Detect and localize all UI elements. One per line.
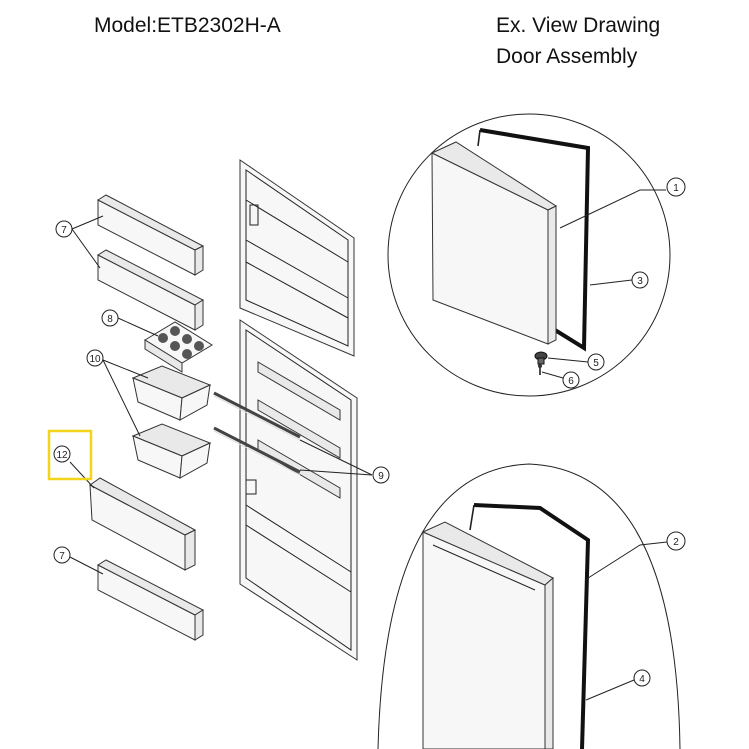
highlight-box xyxy=(47,429,93,481)
callout-3: 3 xyxy=(631,271,649,289)
fridge-door-gasket xyxy=(473,503,591,749)
door-bin-upper xyxy=(131,365,212,421)
callout-10-label: 10 xyxy=(89,354,101,365)
freezer-door-liner xyxy=(239,159,355,357)
drawing-title-line-2: Door Assembly xyxy=(496,45,638,68)
callout-2: 2 xyxy=(666,531,686,551)
fridge-door-detail xyxy=(377,463,681,749)
door-shelf-large xyxy=(89,477,197,571)
callout-9: 9 xyxy=(372,466,390,484)
callout-12-label: 12 xyxy=(56,450,68,461)
door-shelf-upper xyxy=(96,194,205,276)
drawing-title-line-1: Ex. View Drawing xyxy=(496,14,661,37)
freezer-door-detail xyxy=(387,113,671,397)
model-label: Model:ETB2302H-A xyxy=(94,14,281,37)
callout-5-label: 5 xyxy=(593,358,599,369)
door-bin-lower xyxy=(131,423,212,479)
callout-10: 10 xyxy=(86,349,104,367)
callout-6-label: 6 xyxy=(568,376,574,387)
door-shelf-bottom xyxy=(96,559,205,641)
callout-7-bottom: 7 xyxy=(53,546,71,564)
callout-2-label: 2 xyxy=(673,537,679,548)
shelf-bars xyxy=(213,391,301,476)
callout-7-top-label: 7 xyxy=(61,225,67,236)
callout-8-label: 8 xyxy=(107,314,113,325)
callout-12: 12 xyxy=(53,445,71,463)
leader-lines xyxy=(69,189,668,701)
hinge-bushing xyxy=(534,351,548,365)
hinge-screw xyxy=(538,364,542,375)
callout-9-label: 9 xyxy=(378,471,384,482)
callout-3-label: 3 xyxy=(637,276,643,287)
callout-7-top: 7 xyxy=(55,220,73,238)
door-liner-assembly xyxy=(239,159,358,661)
callout-5: 5 xyxy=(587,353,605,371)
callout-8: 8 xyxy=(101,309,119,327)
callout-7-bottom-label: 7 xyxy=(59,551,65,562)
callout-1: 1 xyxy=(666,177,686,197)
callout-1-label: 1 xyxy=(673,183,679,194)
freezer-door-gasket xyxy=(479,128,591,352)
egg-tray xyxy=(144,321,213,373)
door-shelf-middle xyxy=(96,249,205,331)
callout-4-label: 4 xyxy=(639,674,645,685)
fridge-detail-circle xyxy=(377,463,681,749)
freezer-detail-circle xyxy=(387,113,671,397)
callout-4: 4 xyxy=(633,669,651,687)
callout-6: 6 xyxy=(562,371,580,389)
